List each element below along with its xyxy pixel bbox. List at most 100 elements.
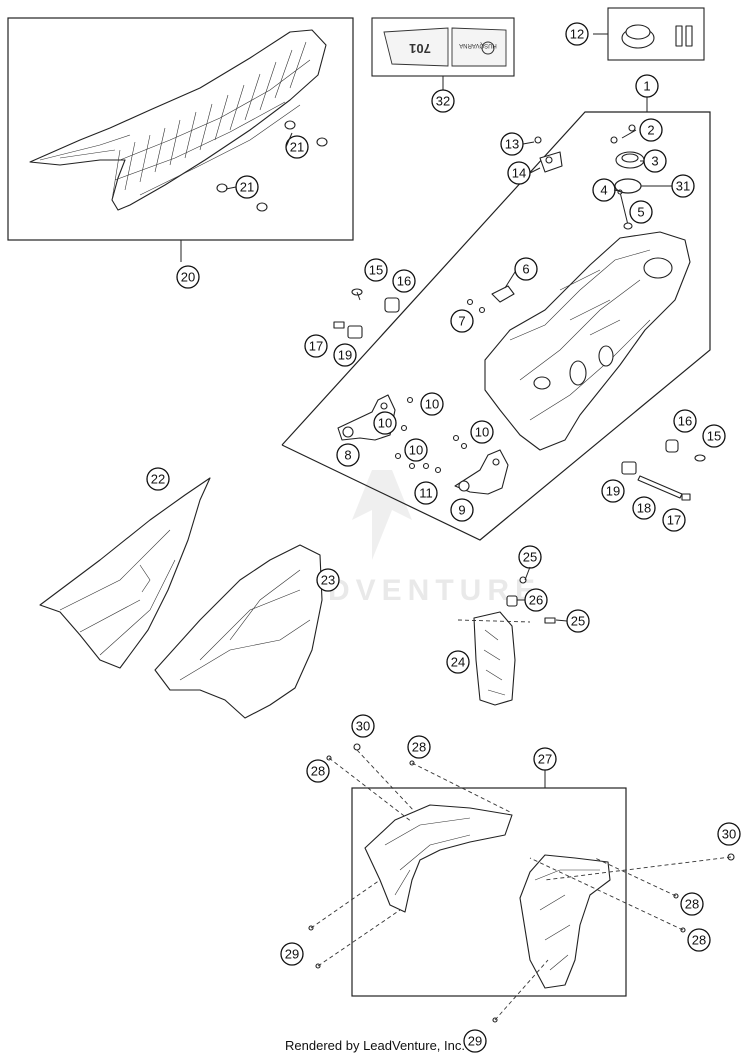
callout: 10 (420, 392, 444, 416)
svg-text:5: 5 (637, 205, 644, 220)
pin-18 (637, 475, 683, 499)
callout: 28 (407, 735, 431, 759)
clip-6 (491, 285, 515, 303)
screw-17-right (681, 493, 691, 501)
svg-text:12: 12 (570, 27, 584, 42)
flange-3 (615, 151, 645, 169)
callout: 16 (392, 269, 416, 293)
decal: 701 HUSQVARNA (383, 27, 507, 67)
svg-text:23: 23 (321, 573, 335, 588)
svg-text:21: 21 (240, 180, 254, 195)
callout: 19 (333, 343, 357, 367)
svg-text:18: 18 (637, 501, 651, 516)
bushing-16-left (384, 297, 400, 313)
callout: 10 (470, 420, 494, 444)
callout: 17 (304, 334, 328, 358)
svg-text:17: 17 (309, 339, 323, 354)
svg-text:19: 19 (338, 348, 352, 363)
callout: 4 (592, 178, 616, 202)
screw-15-left (351, 288, 363, 301)
screw-17-left (333, 321, 345, 329)
svg-text:25: 25 (523, 550, 537, 565)
svg-text:28: 28 (692, 933, 706, 948)
callout: 28 (306, 759, 330, 783)
side-panel-group-frame (351, 787, 627, 997)
svg-text:28: 28 (412, 740, 426, 755)
callout: 3 (643, 149, 667, 173)
callout: 15 (364, 258, 388, 282)
callout: 27 (533, 747, 557, 771)
svg-text:11: 11 (419, 486, 433, 501)
seat[interactable] (29, 29, 327, 211)
svg-text:16: 16 (678, 414, 692, 429)
screw-25 (519, 576, 556, 624)
svg-text:28: 28 (311, 764, 325, 779)
fuel-cap (621, 24, 693, 49)
callout: 14 (507, 161, 531, 185)
callout: 10 (373, 411, 397, 435)
screw-2 (610, 124, 636, 144)
callout: 12 (565, 22, 589, 46)
fuel-tank[interactable] (484, 231, 691, 451)
svg-text:29: 29 (468, 1034, 482, 1049)
svg-text:27: 27 (538, 752, 552, 767)
fuel-tank-group-frame (281, 111, 711, 541)
svg-text:10: 10 (409, 443, 423, 458)
screw-15-right (694, 454, 706, 462)
svg-text:13: 13 (505, 137, 519, 152)
svg-text:2: 2 (647, 123, 654, 138)
callout: 26 (524, 588, 548, 612)
callout: 30 (351, 714, 375, 738)
callout: 28 (687, 928, 711, 952)
svg-text:15: 15 (707, 429, 721, 444)
callout: 19 (601, 479, 625, 503)
callout: 29 (280, 942, 304, 966)
screws-10-11 (394, 396, 468, 474)
callout: 21 (285, 135, 309, 159)
svg-text:30: 30 (722, 827, 736, 842)
svg-text:30: 30 (356, 719, 370, 734)
side-cover-left-22[interactable] (39, 477, 211, 669)
side-panel-left-27[interactable] (364, 804, 513, 913)
svg-text:32: 32 (436, 94, 450, 109)
callout: 25 (518, 545, 542, 569)
svg-text:14: 14 (512, 166, 526, 181)
nut-26 (506, 595, 518, 607)
callout: 22 (146, 467, 170, 491)
bracket-9 (454, 449, 509, 495)
callout: 32 (431, 89, 455, 113)
svg-text:19: 19 (606, 484, 620, 499)
footer-credit: Rendered by LeadVenture, Inc. (285, 1038, 465, 1053)
callout: 6 (514, 257, 538, 281)
callout: 7 (450, 309, 474, 333)
side-panel-right-27[interactable] (519, 854, 611, 989)
svg-text:16: 16 (397, 274, 411, 289)
seat-nut (216, 120, 328, 212)
svg-text:29: 29 (285, 947, 299, 962)
svg-text:17: 17 (667, 513, 681, 528)
svg-text:10: 10 (425, 397, 439, 412)
callout: 17 (662, 508, 686, 532)
callout: 1 (635, 74, 659, 98)
screw-7 (466, 298, 486, 314)
callout: 31 (671, 174, 695, 198)
intake-cover-24[interactable] (473, 611, 516, 706)
bushing-16-right (665, 439, 679, 453)
callout: 5 (629, 200, 653, 224)
svg-text:22: 22 (151, 472, 165, 487)
svg-text:4: 4 (600, 183, 607, 198)
callout: 10 (404, 438, 428, 462)
callout: 16 (673, 409, 697, 433)
svg-text:1: 1 (643, 79, 650, 94)
svg-text:7: 7 (458, 314, 465, 329)
svg-text:26: 26 (529, 593, 543, 608)
bushing-19-right (621, 461, 637, 475)
callout: 8 (336, 443, 360, 467)
svg-text:21: 21 (290, 140, 304, 155)
svg-text:8: 8 (344, 448, 351, 463)
side-cover-right-23[interactable] (154, 544, 323, 719)
callout: 9 (450, 498, 474, 522)
bushing-19-left (347, 325, 363, 339)
svg-text:10: 10 (475, 425, 489, 440)
